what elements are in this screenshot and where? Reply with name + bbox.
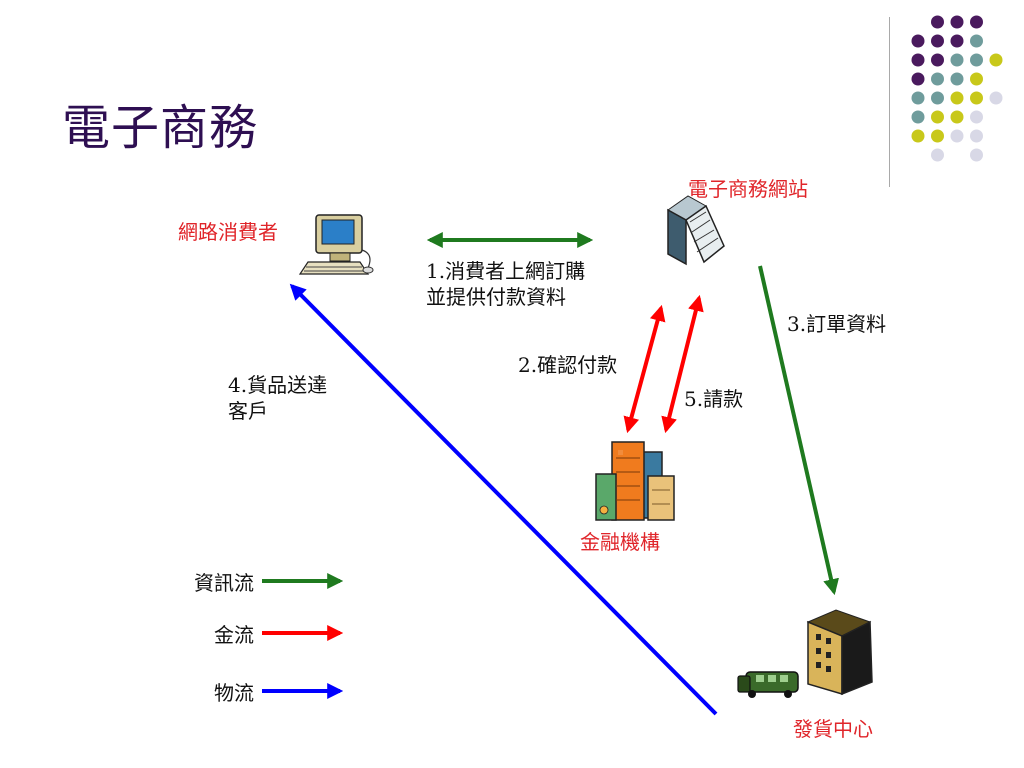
arrow-goods-delivery bbox=[289, 283, 718, 716]
divider-line bbox=[889, 17, 890, 187]
node-label-consumer: 網路消費者 bbox=[178, 220, 278, 244]
arrow-order-data bbox=[758, 265, 839, 596]
flow-label-step1-line2: 並提供付款資料 bbox=[426, 285, 566, 309]
computer-icon bbox=[298, 214, 374, 275]
flow-label-step2: 2.確認付款 bbox=[518, 353, 618, 377]
flow-label-step4: 4.貨品送達 客戶 bbox=[228, 372, 327, 424]
truck-icon bbox=[737, 671, 799, 698]
arrow-request-payment bbox=[661, 294, 704, 434]
flow-label-step1: 1.消費者上網訂購 並提供付款資料 bbox=[426, 258, 585, 310]
flow-label-step3: 3.訂單資料 bbox=[787, 312, 887, 336]
city-buildings-icon bbox=[595, 441, 675, 521]
office-building-icon bbox=[667, 195, 725, 266]
node-label-delivery: 發貨中心 bbox=[793, 717, 873, 741]
flow-label-step1-line1: 1.消費者上網訂購 bbox=[426, 259, 586, 283]
flow-label-step4-line2: 客戶 bbox=[228, 399, 268, 423]
flow-label-step4-line1: 4.貨品送達 bbox=[228, 373, 328, 397]
legend-label-money: 金流 bbox=[214, 623, 254, 647]
node-label-bank: 金融機構 bbox=[580, 530, 660, 554]
flow-label-step5: 5.請款 bbox=[684, 387, 744, 411]
page-title: 電子商務 bbox=[62, 100, 259, 156]
arrow-confirm-payment bbox=[623, 304, 666, 434]
node-label-website: 電子商務網站 bbox=[688, 177, 808, 201]
legend-label-info: 資訊流 bbox=[194, 571, 254, 595]
warehouse-building-icon bbox=[806, 609, 873, 696]
legend-label-logistics: 物流 bbox=[214, 681, 254, 705]
